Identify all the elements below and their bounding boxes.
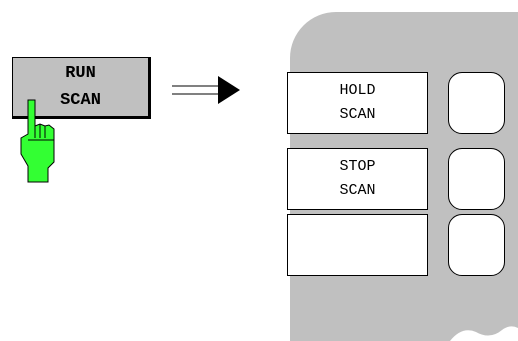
run-scan-key-line2: SCAN — [60, 91, 101, 110]
right-arrow-icon — [172, 76, 240, 104]
hold-scan-softkey[interactable]: HOLD SCAN — [287, 72, 428, 134]
stop-scan-softkey[interactable]: STOP SCAN — [287, 148, 428, 210]
panel-bottom-edge — [450, 326, 518, 341]
softkey-label-line1: STOP — [339, 158, 376, 175]
softkey-label-line1: HOLD — [339, 82, 376, 99]
softkey-label-line2: SCAN — [339, 106, 376, 123]
hardware-softkey-button-2[interactable] — [448, 148, 505, 210]
blank-softkey[interactable] — [287, 214, 428, 276]
run-scan-key-line1: RUN — [65, 64, 96, 83]
pointing-hand-icon — [20, 99, 55, 183]
hardware-softkey-button-3[interactable] — [448, 214, 505, 276]
hardware-softkey-button-1[interactable] — [448, 72, 505, 134]
softkey-label-line2: SCAN — [339, 182, 376, 199]
